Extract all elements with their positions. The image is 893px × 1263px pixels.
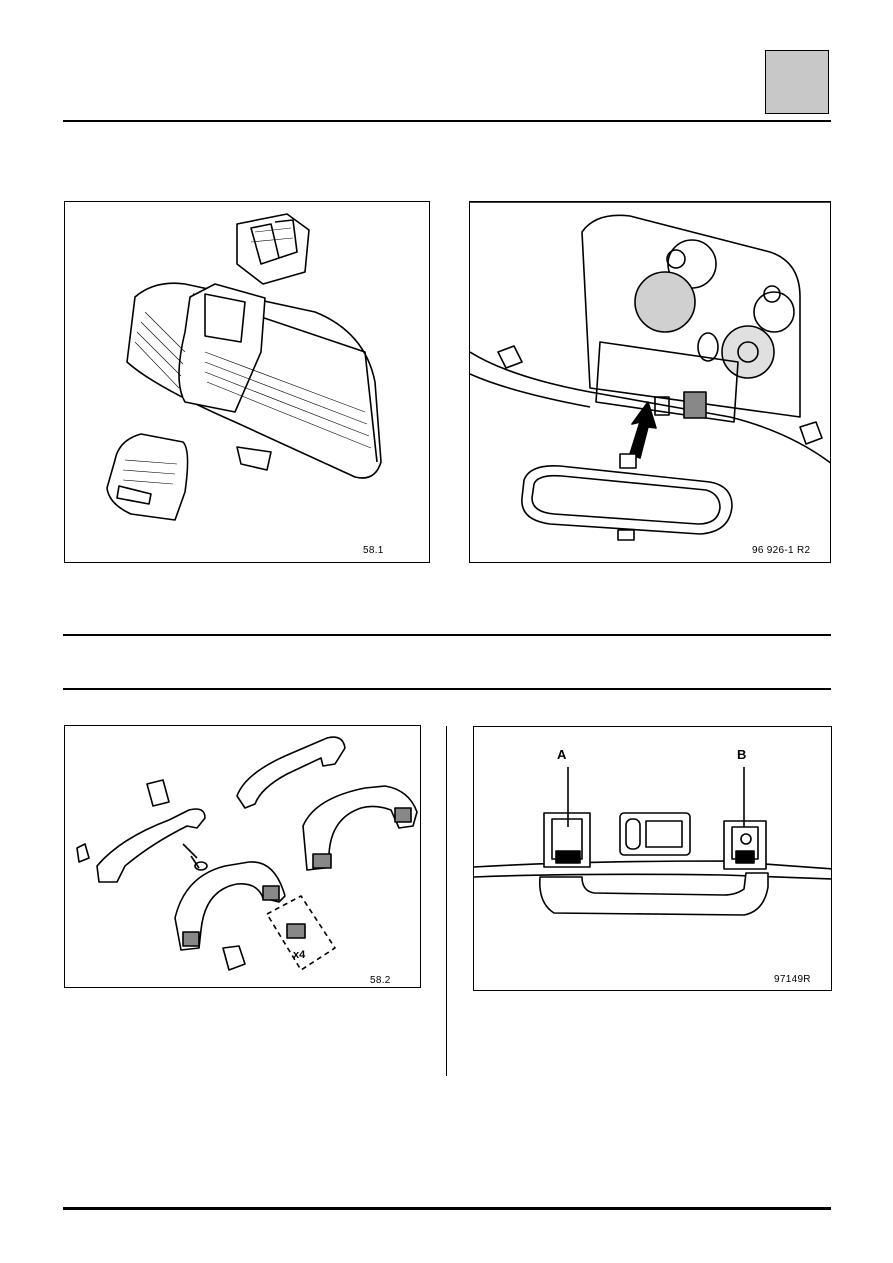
figure-grab-handles-exploded: x4 58.2: [64, 725, 421, 988]
figure-ref-58-2: 58.2: [370, 975, 391, 986]
handle-fixing-drawing: [474, 767, 831, 916]
roof-console-drawing: [470, 202, 830, 541]
callout-b: B: [737, 747, 747, 762]
figure-interior-mirror-exploded: 58.1: [64, 201, 430, 563]
figure-ref-58-1: 58.1: [363, 545, 384, 556]
column-divider: [446, 726, 447, 1076]
figure-ref-97149r: 97149R: [774, 974, 811, 985]
mirror-exploded-drawing: [106, 213, 382, 521]
footer-rule: [63, 1207, 831, 1210]
section-rule-lower: [63, 688, 831, 690]
grab-handles-drawing: x4: [76, 736, 418, 971]
callout-a: A: [557, 747, 567, 762]
section-tab-chip: [765, 50, 829, 114]
figure-grab-handle-fixing: A B 97149R: [473, 726, 832, 991]
section-rule-upper: [63, 634, 831, 636]
figure-ref-96926: 96 926-1 R2: [752, 545, 811, 556]
multiplier-label: x4: [293, 949, 306, 961]
header-rule: [63, 120, 831, 122]
figure-mirror-fitting: 96 926-1 R2: [469, 201, 831, 563]
